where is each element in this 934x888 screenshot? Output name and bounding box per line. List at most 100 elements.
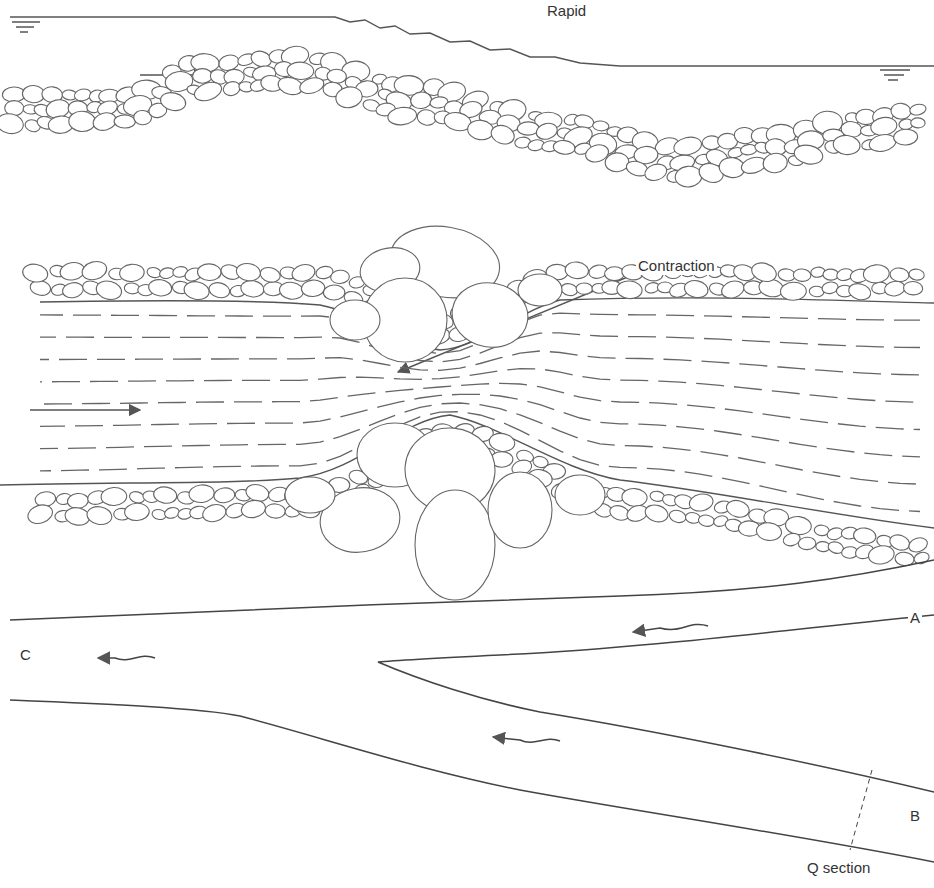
boulder xyxy=(235,262,262,283)
boulder-banks xyxy=(21,218,930,600)
boulder xyxy=(193,69,213,84)
boulder xyxy=(188,484,215,504)
boulder xyxy=(688,492,715,513)
boulder xyxy=(21,262,49,284)
section-line xyxy=(850,770,872,850)
rapid-label: Rapid xyxy=(545,3,588,20)
boulder xyxy=(192,79,224,104)
boulder xyxy=(890,102,912,120)
boulder xyxy=(592,120,609,131)
boulder xyxy=(183,280,211,302)
rapid-profile xyxy=(10,17,934,80)
boulder xyxy=(518,274,562,306)
boulder xyxy=(415,490,495,600)
boulder xyxy=(0,112,25,136)
boulder xyxy=(564,261,589,280)
boulder xyxy=(489,122,517,147)
plan-view xyxy=(0,276,934,528)
flow-line xyxy=(40,383,920,429)
boulder xyxy=(867,544,896,566)
boulder xyxy=(159,90,188,113)
boulder xyxy=(207,281,231,300)
boulder xyxy=(847,281,873,302)
boulder xyxy=(68,111,96,133)
boulder xyxy=(793,143,825,167)
section-label: Q section xyxy=(805,860,872,877)
channel-bank xyxy=(10,560,934,620)
boulder xyxy=(553,139,576,155)
boulder xyxy=(197,263,221,280)
boulder xyxy=(798,537,816,550)
boulder xyxy=(908,268,925,281)
boulder xyxy=(80,259,109,283)
boulder xyxy=(576,283,593,295)
water-surface xyxy=(10,17,934,66)
boulder xyxy=(488,472,552,548)
boulder xyxy=(330,300,380,340)
channel-bank xyxy=(378,615,934,792)
flow-arrow xyxy=(30,409,140,410)
boulder xyxy=(672,135,703,158)
boulder xyxy=(86,505,114,527)
boulder xyxy=(240,499,267,520)
boulder xyxy=(785,515,813,536)
boulder xyxy=(911,118,926,128)
boulder xyxy=(719,278,746,301)
boulder xyxy=(534,121,559,142)
boulder xyxy=(616,280,643,300)
boulder xyxy=(869,116,898,138)
boulder xyxy=(201,502,228,524)
boulder xyxy=(467,119,495,141)
boulder xyxy=(213,487,236,504)
boulder xyxy=(883,280,906,298)
boulder xyxy=(290,262,317,284)
flow-arrow xyxy=(98,656,155,659)
boulder xyxy=(793,268,811,282)
flow-line xyxy=(40,369,920,403)
channel-label: C xyxy=(18,647,33,664)
boulder xyxy=(643,162,669,183)
boulder xyxy=(698,514,716,528)
boulder xyxy=(25,502,55,527)
boulder xyxy=(893,129,918,146)
boulder xyxy=(387,106,418,127)
boulder xyxy=(683,279,710,300)
boulder xyxy=(832,134,861,156)
boulder xyxy=(278,281,304,301)
boulder xyxy=(756,522,783,542)
channel-label: A xyxy=(908,610,922,627)
boulder xyxy=(124,503,149,521)
boulder xyxy=(555,475,605,515)
callout-label: Contraction xyxy=(636,258,717,275)
channel-bank xyxy=(10,700,934,862)
flow-line xyxy=(40,351,920,375)
boulder xyxy=(301,279,325,297)
boulder xyxy=(330,270,350,285)
boulder xyxy=(668,508,688,524)
boulder-bed xyxy=(0,44,927,188)
boulder xyxy=(410,91,433,110)
boulder xyxy=(298,75,326,96)
boulder xyxy=(907,535,930,554)
boulder xyxy=(853,527,877,545)
boulder xyxy=(67,492,89,509)
flow-arrow xyxy=(493,737,560,742)
flow-arrow xyxy=(633,624,708,632)
boulder xyxy=(285,477,335,513)
boulder xyxy=(119,263,145,282)
boulder xyxy=(323,285,345,301)
boulder xyxy=(621,488,647,507)
boulder xyxy=(152,485,177,505)
boulder xyxy=(605,152,630,172)
boulder xyxy=(259,265,282,284)
channel-label: B xyxy=(908,808,922,825)
boulder xyxy=(101,487,128,506)
boulder xyxy=(94,279,123,302)
boulder xyxy=(61,281,84,300)
boulder xyxy=(725,498,751,520)
boulder xyxy=(863,264,890,284)
boulder xyxy=(889,267,909,282)
boulder xyxy=(643,502,670,524)
boulder xyxy=(327,69,347,84)
